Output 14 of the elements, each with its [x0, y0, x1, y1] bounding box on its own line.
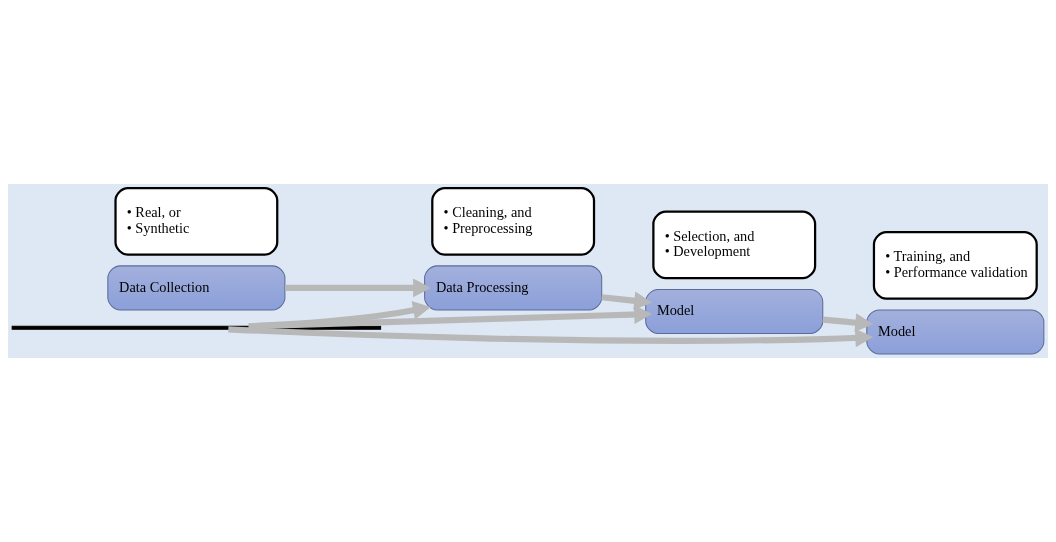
node-box: • Real, or • Synthetic: [114, 186, 279, 256]
arrow: [601, 291, 653, 311]
arrow: [228, 326, 874, 348]
node-box: Data Processing: [424, 265, 603, 311]
arrow: [248, 305, 653, 330]
node-bar: [11, 325, 382, 330]
node-box: • Training, and • Performance validation: [872, 231, 1038, 300]
node-box: Model: [645, 288, 824, 334]
node-box: • Selection, and • Development: [652, 210, 817, 280]
node-box: Model: [866, 309, 1045, 355]
node-box: • Cleaning, and • Preprocessing: [431, 186, 596, 256]
arrow: [822, 313, 874, 332]
node-box: Data Collection: [107, 265, 286, 311]
arrow: [285, 278, 431, 298]
